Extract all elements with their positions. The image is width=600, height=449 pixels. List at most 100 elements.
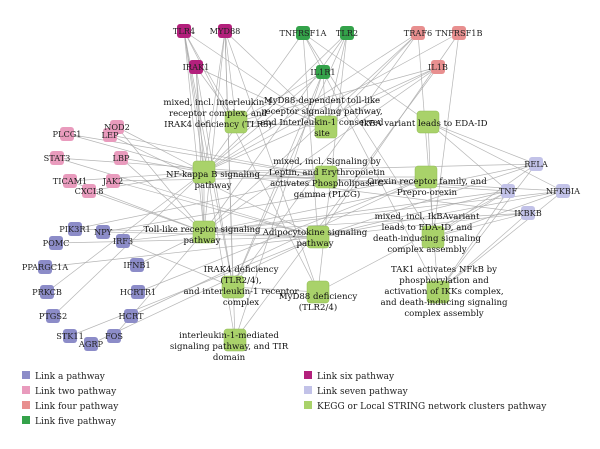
gene-label-pomc: POMC [43,238,70,248]
edge-rela-c-tollsig [203,163,537,233]
gene-node-myd88[interactable] [218,24,232,38]
edge-rela-c-nfkb [203,163,537,173]
gene-label-cxcl8: CXCL8 [75,186,104,196]
gene-node-ptgs2[interactable] [46,309,60,323]
edge-ppargc1a-c-adipo [44,236,319,268]
gene-node-plcg1[interactable] [60,127,74,141]
gene-node-prkcb[interactable] [40,285,54,299]
gene-label-npy: NPY [94,227,113,237]
gene-label-stk11: STK11 [56,331,84,341]
edge-c-tollsig-c-adipo [203,231,319,238]
gene-node-fos[interactable] [107,329,121,343]
gene-node-hcrt[interactable] [124,309,138,323]
nodes-layer [38,24,570,352]
gene-label-agrp: AGRP [78,339,104,349]
gene-node-hcrtr1[interactable] [131,285,145,299]
gene-label-plcg1: PLCG1 [53,129,82,139]
cluster-node-myd88def[interactable] [306,280,330,304]
edge-il1r1-c-tlr5 [235,71,324,123]
gene-label-myd88: MYD88 [210,26,241,36]
cluster-node-tak1[interactable] [426,280,450,304]
gene-node-stk11[interactable] [63,329,77,343]
gene-node-lep[interactable] [103,128,117,142]
gene-node-ikbkb[interactable] [521,206,535,220]
gene-node-nfkbia[interactable] [556,184,570,198]
legend-label: Link seven pathway [317,387,409,397]
gene-label-jak2: JAK2 [102,176,124,186]
gene-node-pik3r1[interactable] [68,222,82,236]
gene-node-lbp[interactable] [114,151,128,165]
gene-node-ticam1[interactable] [63,174,77,188]
gene-node-rela[interactable] [529,157,543,171]
edge-tlr2-c-nfkb [203,32,348,173]
edge-ikbkb-c-ikbavar [432,212,529,238]
gene-node-ifnb1[interactable] [130,258,144,272]
legend-swatch [22,371,30,379]
cluster-node-il1med[interactable] [223,328,247,352]
cluster-node-ikba[interactable] [416,110,440,134]
edge-myd88-c-myd88def [224,30,319,293]
gene-node-il1b[interactable] [431,60,445,74]
gene-node-tnf[interactable] [501,184,515,198]
edge-plcg1-c-nfkb [66,133,205,173]
edge-irak1-c-nfkb [195,66,205,173]
gene-node-tnfrsf1b[interactable] [452,26,466,40]
legend-label: KEGG or Local STRING network clusters pa… [317,402,547,412]
edge-stk11-c-adipo [69,236,319,337]
edge-tlr2-c-myd88def [317,32,348,293]
legend-item-link-two-pathway: Link two pathway [22,386,117,397]
cluster-node-nfkb[interactable] [192,160,216,184]
gene-label-hcrt: HCRT [119,311,144,321]
legend-swatch [22,401,30,409]
gene-node-tnfrsf1a[interactable] [296,26,310,40]
cluster-node-tollsig[interactable] [192,220,216,244]
edge-lbp-c-nfkb [120,157,205,173]
gene-label-ppargc1a: PPARGC1A [22,262,68,272]
edge-tnf-c-adipo [317,190,509,238]
gene-node-il1r1[interactable] [316,65,330,79]
gene-label-traf6: TRAF6 [404,28,432,38]
edge-irak1-c-tollsig [195,66,205,233]
gene-node-tlr4[interactable] [177,24,191,38]
gene-label-ticam1: TICAM1 [53,176,87,186]
edge-ikbkb-c-tak1 [437,212,529,293]
cluster-node-myd88tl[interactable] [314,115,338,139]
legend-label: Link six pathway [317,372,395,382]
gene-node-irf3[interactable] [116,234,130,248]
gene-node-irak1[interactable] [189,60,203,74]
edge-ticam1-c-nfkb [69,171,205,182]
gene-node-npy[interactable] [96,225,110,239]
gene-node-jak2[interactable] [106,174,120,188]
cluster-node-adipo[interactable] [306,225,330,249]
cluster-node-orexin[interactable] [414,165,438,189]
cluster-node-irak4[interactable] [221,275,245,299]
edge-tlr4-c-nfkb [183,30,205,173]
gene-label-pik3r1: PIK3R1 [59,224,90,234]
gene-node-traf6[interactable] [411,26,425,40]
gene-label-fos: FOS [105,331,123,341]
gene-label-irak1: IRAK1 [183,62,210,72]
cluster-node-ikbavar[interactable] [421,225,445,249]
cluster-node-tlr5[interactable] [224,110,248,134]
cluster-label-myd88def: MyD88 deficiency(TLR2/4) [279,292,358,313]
legend-item-link-seven-pathway: Link seven pathway [304,386,409,397]
gene-node-ppargc1a[interactable] [38,260,52,274]
legend-item-link-five-pathway: Link five pathway [22,416,117,427]
edge-myd88-c-tlr5 [224,30,237,123]
legend-item-link-six-pathway: Link six pathway [304,371,395,382]
gene-node-tlr2[interactable] [340,26,354,40]
cluster-node-leptin[interactable] [314,165,338,189]
edge-lbp-c-tollsig [120,157,205,233]
gene-label-tlr2: TLR2 [336,28,358,38]
gene-node-cxcl8[interactable] [82,184,96,198]
legend-swatch [22,386,30,394]
gene-node-agrp[interactable] [84,337,98,351]
gene-node-stat3[interactable] [50,151,64,165]
gene-node-pomc[interactable] [49,236,63,250]
edge-ikbkb-c-adipo [317,212,529,238]
